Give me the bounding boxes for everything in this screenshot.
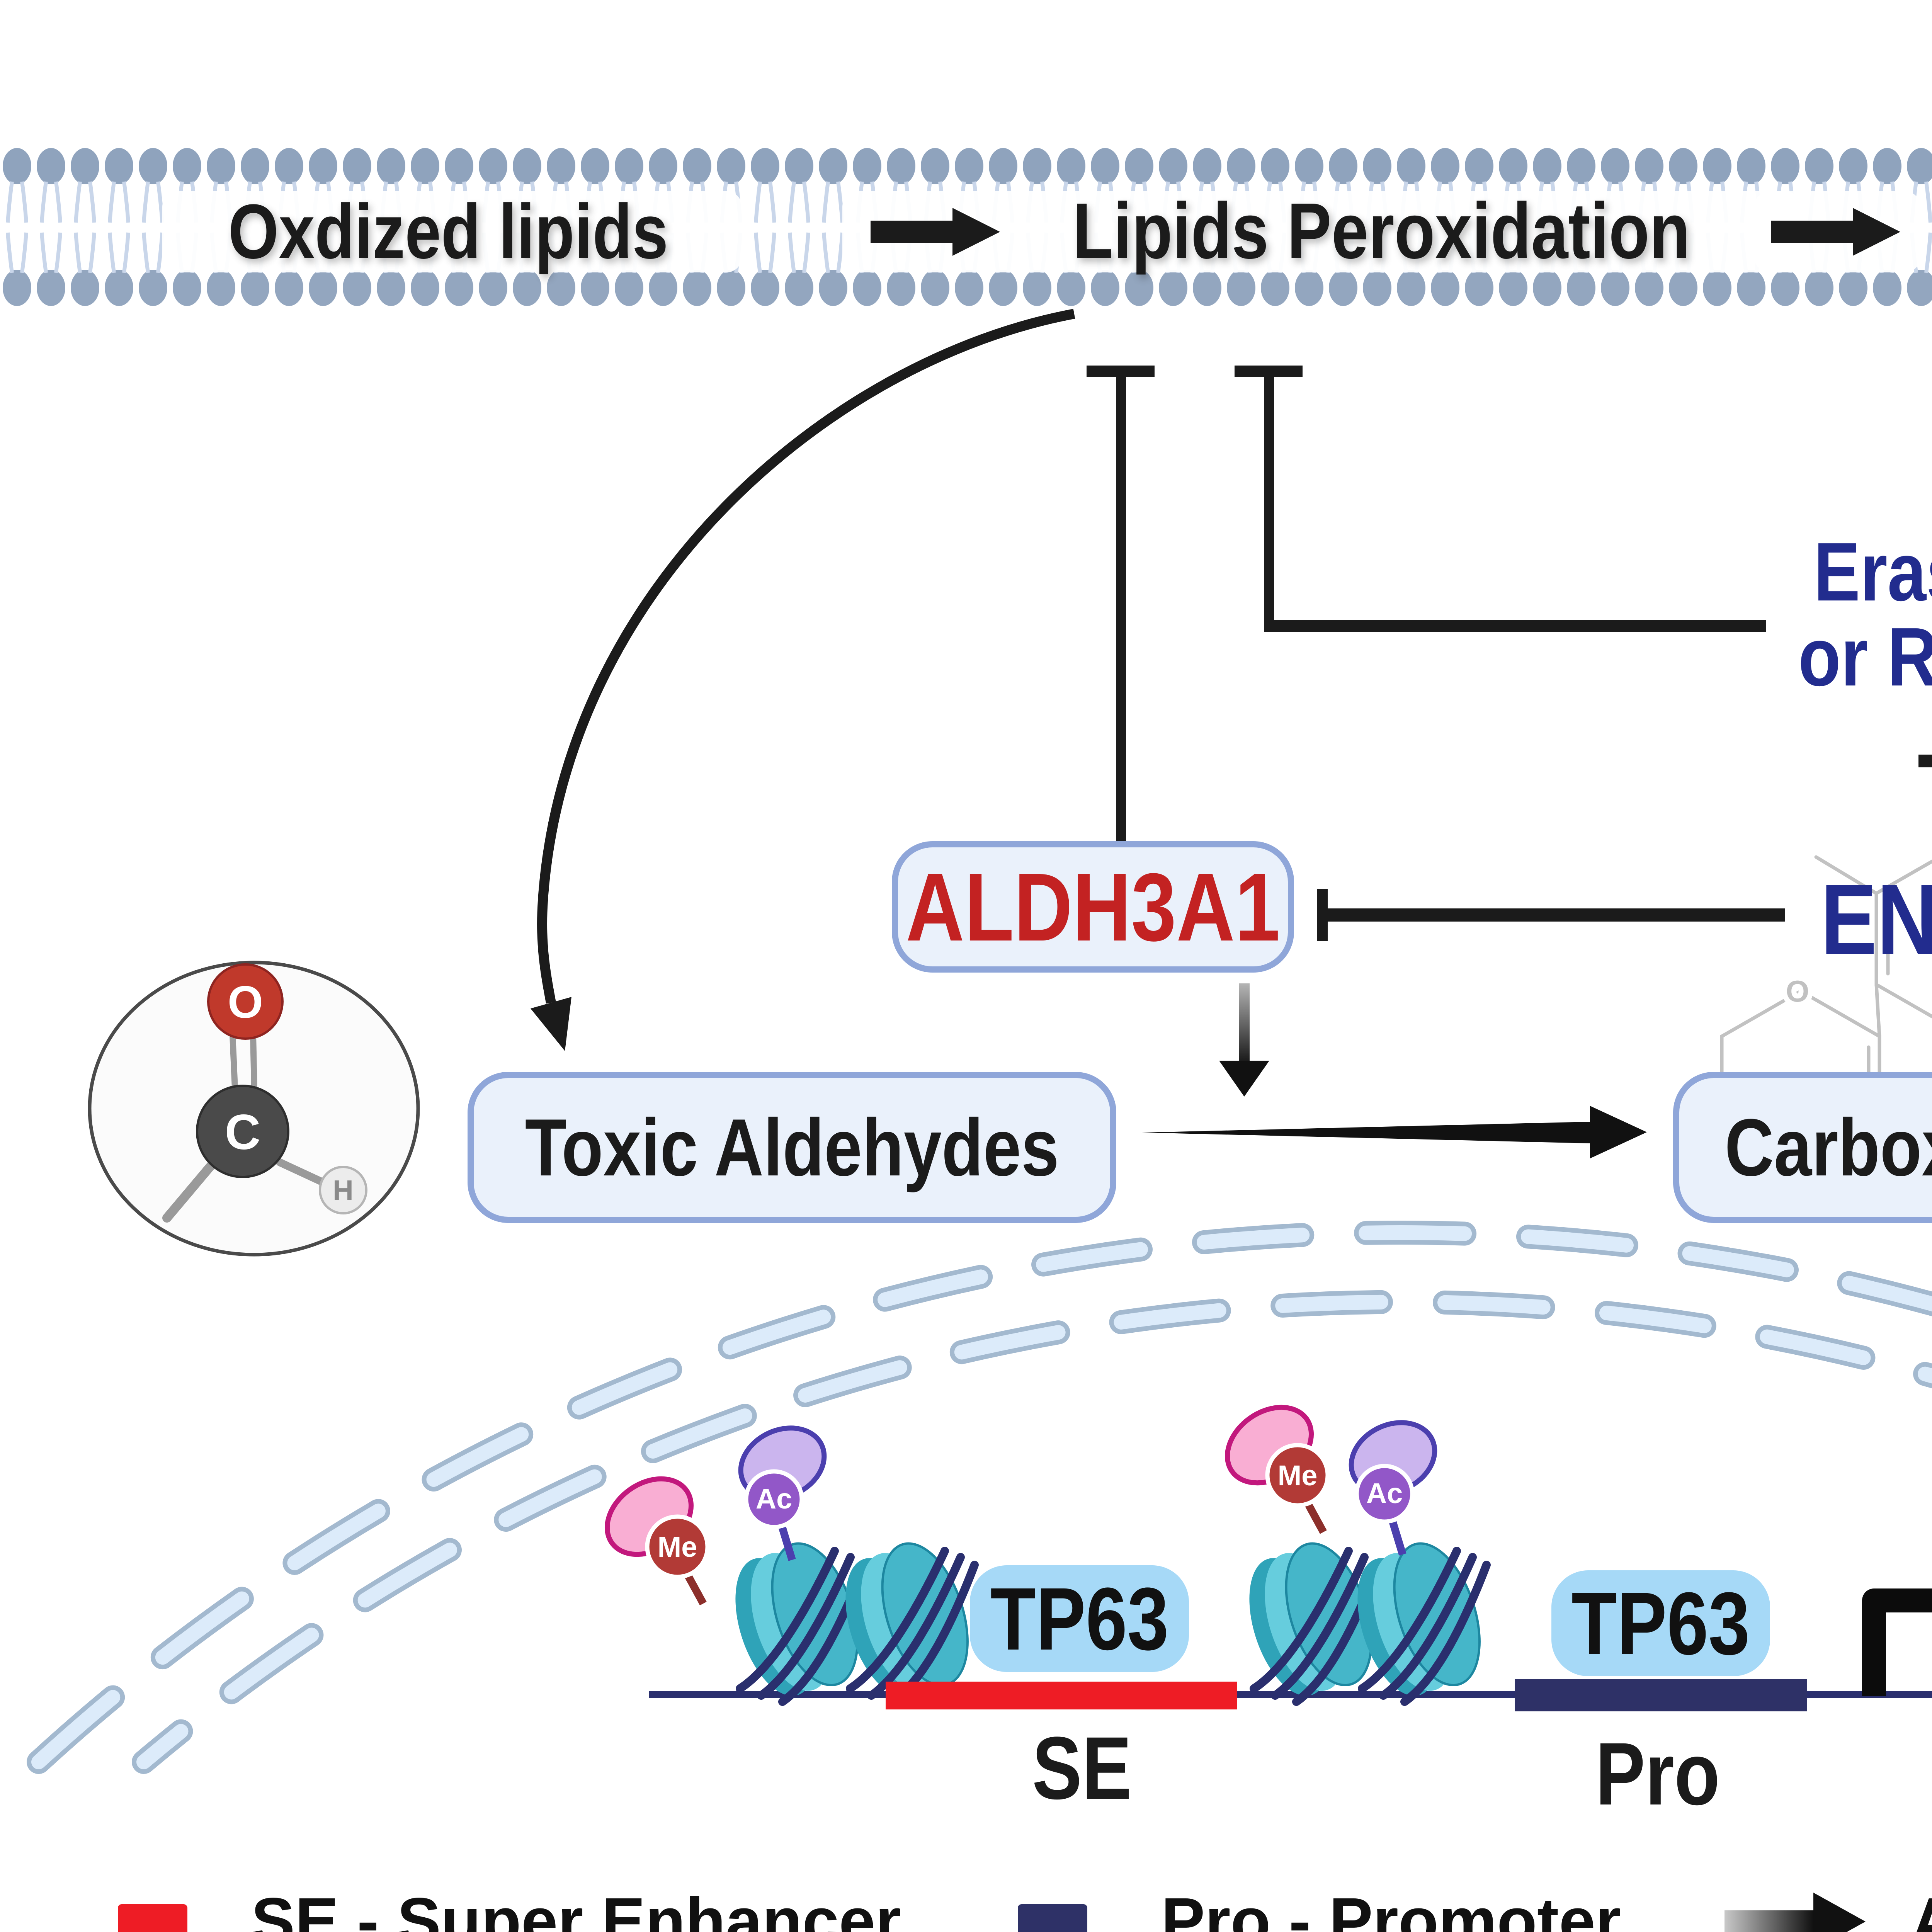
toxic-aldehydes-box: Toxic Aldehydes <box>468 1072 1116 1223</box>
legend-se-swatch <box>118 1904 187 1932</box>
or-rsl3-label: or RSL3 <box>1798 610 1932 703</box>
erastin-line-to-peroxidation <box>1235 366 1766 632</box>
acetyl-mark-icon <box>1340 1410 1446 1554</box>
nuclear-envelope-arcs <box>27 1221 1932 1774</box>
aldehyde-h-label: H <box>333 1174 353 1206</box>
tp63-pro-bubble: TP63 <box>1551 1570 1770 1676</box>
plus-sign: + <box>1878 694 1932 824</box>
en40-label: EN40 <box>1820 863 1932 976</box>
acetyl-mark-icon <box>729 1415 836 1560</box>
legend-activate-text: Activate <box>1911 1883 1932 1932</box>
toxic-aldehydes-label: Toxic Aldehydes <box>525 1102 1059 1193</box>
aldehyde-o-label: O <box>228 977 263 1028</box>
carboxylic-acids-box: Carboxylic acids <box>1673 1072 1932 1223</box>
membrane-label-oxidized-lipids: Oxdized lipids <box>228 189 668 275</box>
label-halo <box>162 191 742 272</box>
activate-arrow-icon <box>1725 1893 1866 1932</box>
tp63-pro-label: TP63 <box>1571 1573 1750 1673</box>
aldehyde-molecule-icon: O C H <box>88 961 420 1257</box>
legend-icons <box>1725 1893 1866 1932</box>
arrow-peroxidation-to-ferroptosis-icon <box>1771 208 1900 256</box>
aldh3a1-catalysis-arrow-icon <box>1219 983 1269 1097</box>
curved-arrow-to-toxic-aldehydes <box>531 309 1075 1051</box>
promoter-bar <box>1515 1679 1807 1711</box>
reaction-arrow-icon <box>1142 1106 1647 1158</box>
arrow-oxidized-to-peroxidation-icon <box>871 208 1000 256</box>
en40-inhibits-aldh3a1-line <box>1317 889 1785 941</box>
label-halo <box>842 191 1801 272</box>
tp63-se-label: TP63 <box>990 1569 1169 1668</box>
membrane-label-lipids-peroxidation: Lipids Peroxidation <box>1073 187 1690 275</box>
chem-o1-label: O <box>1786 974 1810 1008</box>
erastin-label: Erastin <box>1813 525 1932 618</box>
tp63-se-bubble: TP63 <box>970 1565 1189 1672</box>
transcription-start-arrow-icon <box>1862 1588 1932 1696</box>
carboxylic-acids-label: Carboxylic acids <box>1725 1102 1932 1193</box>
methyl-mark-icon <box>1213 1392 1328 1532</box>
se-label: SE <box>1032 1718 1132 1818</box>
aldh3a1-enzyme-box: ALDH3A1 <box>892 841 1294 973</box>
aldehyde-c-label: C <box>225 1105 260 1160</box>
legend-pro-text: Pro - Promoter <box>1161 1884 1621 1932</box>
aldh3a1-enzyme-label: ALDH3A1 <box>906 853 1280 961</box>
aldh3a1-inhibits-peroxidation-line <box>1087 366 1155 843</box>
legend-se-text: SE - Super Enhancer <box>251 1884 901 1932</box>
legend-pro-swatch <box>1018 1904 1087 1932</box>
membrane-flow-arrows <box>871 208 1900 256</box>
super-enhancer-bar <box>886 1682 1237 1709</box>
pro-label: Pro <box>1595 1724 1720 1823</box>
methyl-mark-icon <box>593 1463 707 1604</box>
